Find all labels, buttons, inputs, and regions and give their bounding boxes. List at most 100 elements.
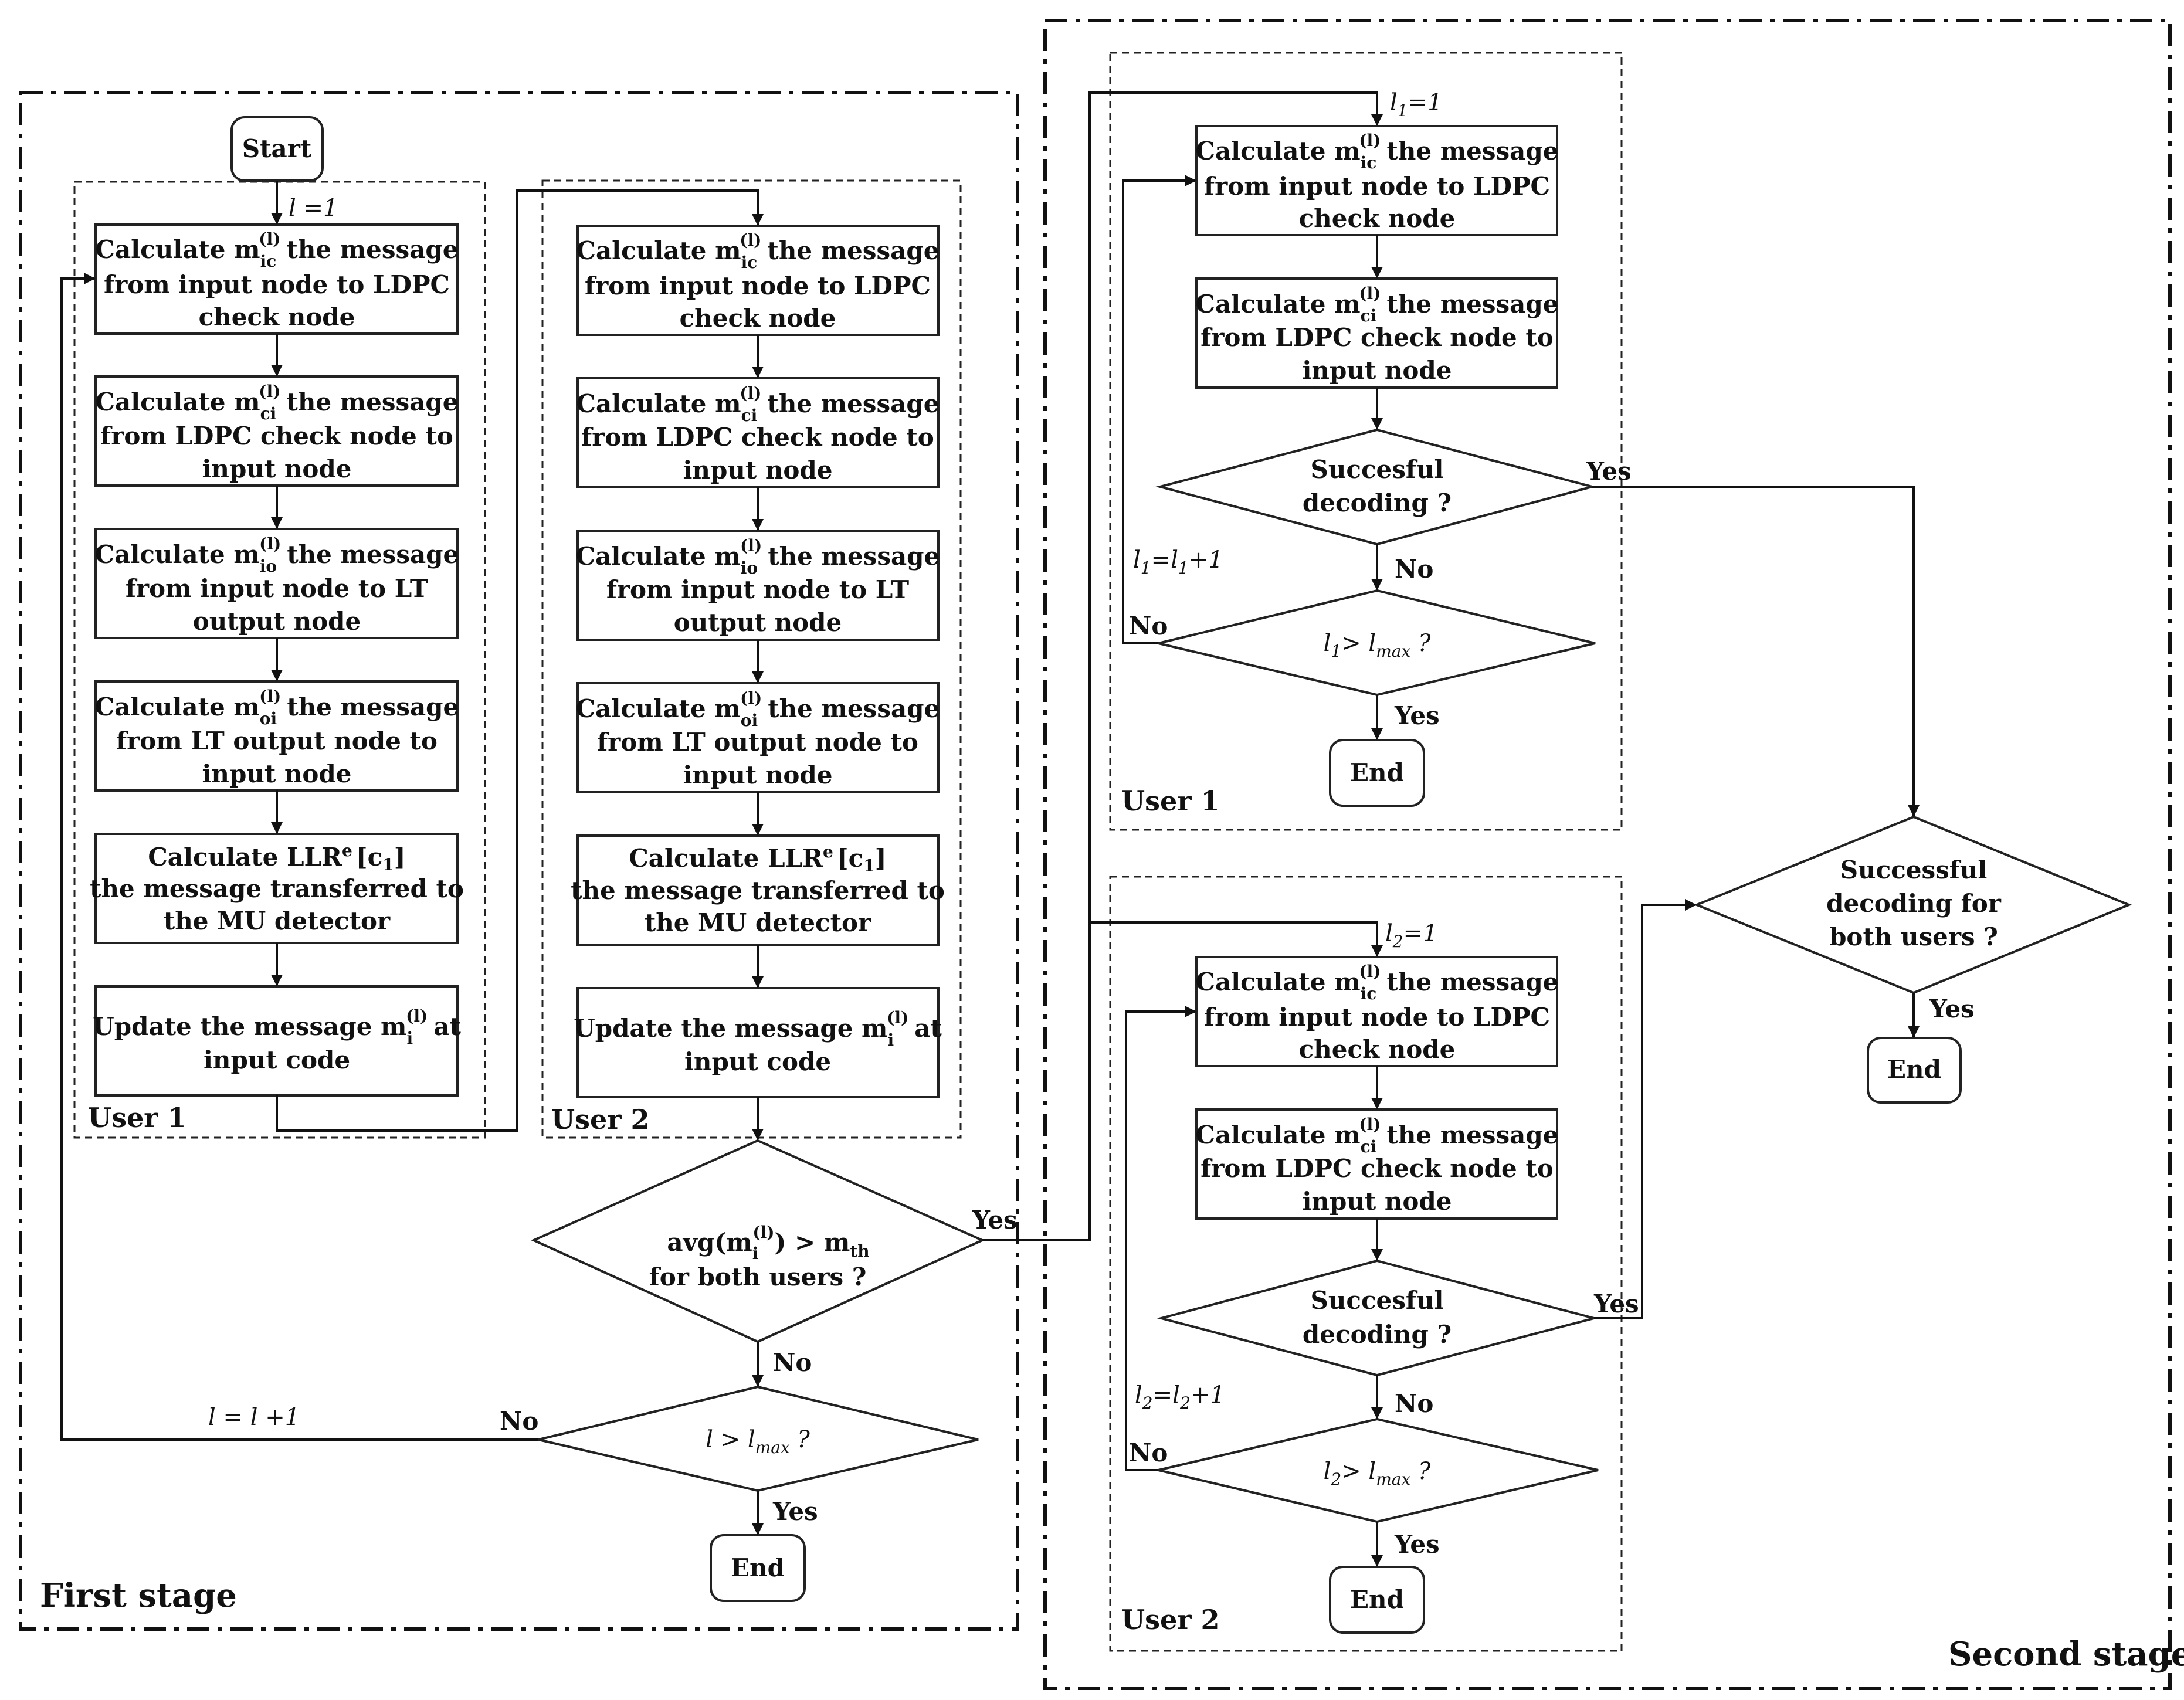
svg-text:Calculate mci(l)the message: Calculate mci(l)the message: [1196, 1115, 1559, 1156]
end-text-s2u1: End: [1350, 758, 1404, 787]
stage1-user2-label: User 2: [551, 1104, 650, 1135]
svg-text:from LDPC check node to: from LDPC check node to: [1200, 1154, 1554, 1183]
svg-text:Calculate mci(l)the message: Calculate mci(l)the message: [576, 384, 940, 425]
second-stage-frame: [1043, 19, 2172, 1690]
s2u2-success-decision: Succesful decoding ?: [1157, 1259, 1599, 1377]
second-stage-label: Second stage: [1948, 1635, 2184, 1674]
svg-text:check node: check node: [680, 304, 836, 332]
s1u2-box5: Calculate LLRe[c1] the message transferr…: [571, 834, 945, 946]
label-l1-init: l1=1: [1390, 89, 1443, 120]
end-node-final: [1867, 1037, 1962, 1104]
svg-text:l2> lmax ?: l2> lmax ?: [1324, 1458, 1431, 1489]
svg-text:Succesful: Succesful: [1311, 1286, 1444, 1315]
svg-text:input code: input code: [204, 1046, 350, 1074]
svg-text:Calculate mci(l)the message: Calculate mci(l)the message: [1196, 284, 1559, 325]
s1u1-box1: Calculate mic(l)the message from input n…: [94, 223, 459, 335]
first-stage-label: First stage: [40, 1576, 237, 1615]
s2u2-box2: Calculate mci(l)the message from LDPC ch…: [1195, 1108, 1559, 1220]
svg-text:Calculate mio(l)the message: Calculate mio(l)the message: [576, 536, 940, 578]
end-node-s2u2: [1329, 1566, 1425, 1634]
svg-text:check node: check node: [1299, 1035, 1456, 1064]
svg-text:decoding ?: decoding ?: [1303, 1320, 1452, 1349]
svg-text:input node: input node: [683, 456, 832, 484]
svg-text:l1> lmax ?: l1> lmax ?: [1324, 630, 1431, 661]
s1u1-box6: Update the message mi(l)at input code: [93, 985, 462, 1097]
svg-text:from input node to LDPC: from input node to LDPC: [585, 272, 931, 300]
svg-text:Successful: Successful: [1840, 856, 1988, 884]
end-text-s2u2: End: [1350, 1585, 1404, 1614]
label-yes-s2u2-lmax: Yes: [1394, 1530, 1440, 1559]
svg-text:Calculate mic(l)the message: Calculate mic(l)the message: [96, 229, 459, 271]
svg-text:from input node to LDPC: from input node to LDPC: [1204, 1003, 1550, 1031]
label-l1-inc: l1=l1+1: [1133, 547, 1223, 578]
stage1-user1-label: User 1: [88, 1102, 186, 1134]
svg-text:the message transferred to: the message transferred to: [90, 874, 464, 903]
svg-text:for both users ?: for both users ?: [649, 1263, 867, 1291]
svg-text:from LT output node to: from LT output node to: [597, 728, 918, 756]
svg-text:from LDPC check node to: from LDPC check node to: [100, 422, 453, 450]
svg-text:Calculate moi(l)the message: Calculate moi(l)the message: [576, 688, 940, 730]
svg-text:from input node to LT: from input node to LT: [126, 574, 428, 603]
s1u2-box3: Calculate mio(l)the message from input n…: [576, 530, 940, 641]
svg-text:decoding ?: decoding ?: [1303, 488, 1452, 517]
svg-text:from LDPC check node to: from LDPC check node to: [1200, 323, 1554, 352]
stage2-user2-frame: [1109, 876, 1623, 1652]
end-text-stage1: End: [731, 1553, 785, 1582]
svg-text:input node: input node: [683, 761, 832, 789]
svg-text:Calculate mic(l)the message: Calculate mic(l)the message: [576, 230, 940, 272]
svg-text:avg(mi(l)) > mth: avg(mi(l)) > mth: [667, 1223, 869, 1263]
connectors-stage1: [60, 91, 1383, 1535]
svg-text:output node: output node: [193, 607, 361, 636]
svg-text:from input node to LT: from input node to LT: [606, 575, 909, 604]
label-yes-lmax: Yes: [772, 1497, 818, 1526]
svg-text:input node: input node: [1302, 1187, 1452, 1216]
s2u1-box1: Calculate mic(l)the message from input n…: [1195, 125, 1559, 236]
svg-text:Calculate moi(l)the message: Calculate moi(l)the message: [95, 687, 459, 728]
svg-text:Calculate mic(l)the message: Calculate mic(l)the message: [1196, 131, 1559, 172]
s1u2-box1: Calculate mic(l)the message from input n…: [576, 225, 940, 336]
end-node-stage1: [710, 1534, 806, 1602]
s1u2-box6: Update the message mi(l)at input code: [574, 987, 942, 1098]
first-stage-frame: [19, 91, 1019, 1631]
label-l2-init: l2=1: [1385, 920, 1438, 951]
svg-text:Update the message mi(l)at: Update the message mi(l)at: [574, 1008, 942, 1050]
start-text: Start: [242, 134, 312, 163]
label-no-s2u2-lmax: No: [1129, 1438, 1168, 1467]
s2u2-box1: Calculate mic(l)the message from input n…: [1195, 956, 1559, 1067]
svg-text:from LDPC check node to: from LDPC check node to: [581, 423, 934, 452]
s1u1-box5: Calculate LLRe[c1] the message transferr…: [90, 833, 464, 944]
label-l-inc: l = l +1: [208, 1404, 300, 1431]
s2u1-lmax-decision: l1> lmax ?: [1158, 589, 1596, 697]
svg-text:input node: input node: [202, 759, 351, 788]
s2u1-success-decision: Succesful decoding ?: [1155, 428, 1597, 546]
svg-text:Calculate LLRe[c1]: Calculate LLRe[c1]: [629, 842, 886, 876]
svg-text:from input node to LDPC: from input node to LDPC: [104, 270, 450, 299]
s2u1-box2: Calculate mci(l)the message from LDPC ch…: [1195, 277, 1559, 389]
label-l-init: l =1: [289, 195, 338, 222]
svg-text:the message transferred to: the message transferred to: [571, 876, 945, 905]
s1u1-box3: Calculate mio(l)the message from input n…: [94, 528, 459, 639]
s1u1-box2: Calculate mci(l)the message from LDPC ch…: [94, 375, 459, 487]
label-no-s2u2-succ: No: [1395, 1389, 1433, 1418]
connectors-stage2: [1122, 175, 1920, 1567]
svg-text:Calculate mci(l)the message: Calculate mci(l)the message: [96, 382, 459, 423]
label-no-s2u1-lmax: No: [1129, 612, 1168, 640]
svg-text:input node: input node: [1302, 356, 1452, 385]
lmax-decision: l > lmax ?: [538, 1385, 979, 1492]
both-users-decision: Successful decoding for both users ?: [1693, 815, 2132, 995]
svg-text:the MU detector: the MU detector: [164, 907, 391, 935]
svg-text:Succesful: Succesful: [1311, 455, 1444, 484]
svg-text:input node: input node: [202, 454, 351, 483]
label-yes-both: Yes: [1929, 995, 1975, 1023]
svg-text:the MU detector: the MU detector: [645, 908, 871, 937]
svg-text:from LT output node to: from LT output node to: [116, 727, 438, 755]
svg-text:decoding for: decoding for: [1826, 889, 2002, 918]
label-no-lmax: No: [500, 1407, 538, 1436]
s1u2-box2: Calculate mci(l)the message from LDPC ch…: [576, 377, 940, 488]
svg-text:check node: check node: [1299, 204, 1456, 233]
label-yes-s2u2-succ: Yes: [1593, 1290, 1639, 1318]
s2u2-lmax-decision: l2> lmax ?: [1158, 1417, 1599, 1523]
svg-text:Calculate mic(l)the message: Calculate mic(l)the message: [1196, 962, 1559, 1003]
